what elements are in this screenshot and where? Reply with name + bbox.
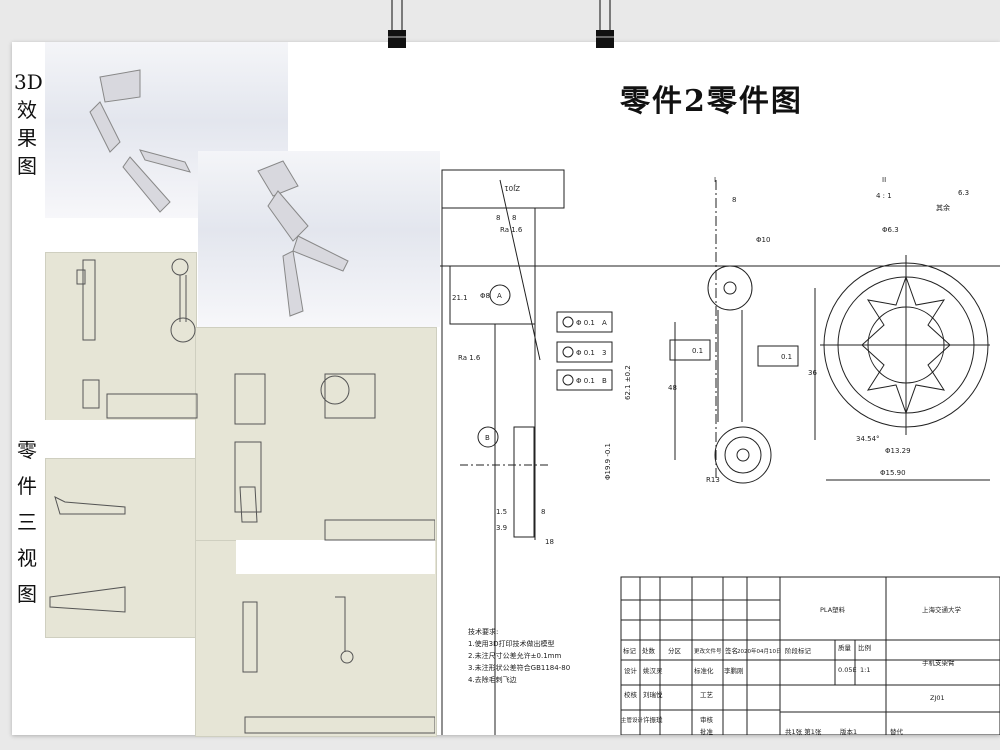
section-label: I xyxy=(714,176,716,184)
title-block: PLA塑料 上海交通大学 标记 处数 分区 更改文件号 签名 2020年04月1… xyxy=(621,605,962,735)
drawing-number: ZJ01 xyxy=(930,694,945,702)
tolerance-text: Φ 0.1 xyxy=(576,377,595,385)
replace-label: 替代 xyxy=(890,727,904,735)
tech-req-heading: 技术要求: xyxy=(468,627,498,636)
label-three-views: 零 件 三 视 图 xyxy=(14,432,40,612)
dim-text: 8 xyxy=(496,214,500,222)
label-char: 件 xyxy=(17,474,37,498)
role-label: 审核 xyxy=(700,715,714,724)
person-name: 许振璞 xyxy=(643,715,663,724)
dim-text: Φ6.3 xyxy=(882,226,899,234)
header-cell: 更改文件号 xyxy=(694,647,722,655)
stage-label: 阶段标记 xyxy=(785,646,812,655)
person-name: 姚汉灵 xyxy=(643,666,663,675)
label-3d-render: 3D 效 果 图 xyxy=(14,68,43,180)
dim-text: Φ15.90 xyxy=(880,469,906,477)
dim-text: 48 xyxy=(668,384,677,392)
part-code: ZJ01 xyxy=(504,184,520,192)
header-cell: 标记 xyxy=(623,646,637,655)
page-title: 零件2零件图 xyxy=(620,84,803,119)
label-char: 果 xyxy=(17,126,37,150)
roughness-text: Ra 1.6 xyxy=(458,354,481,362)
role-label: 工艺 xyxy=(700,691,714,699)
header-cell: 签名 xyxy=(725,646,738,655)
part-3d-icon xyxy=(257,160,349,317)
tolerance-datum: B xyxy=(602,377,607,385)
dim-text: Φ10 xyxy=(756,236,770,244)
dim-text: 1.5 xyxy=(496,508,507,516)
material-text: PLA塑料 xyxy=(820,605,846,614)
tech-req-item: 1.使用3D打印技术做出模型 xyxy=(468,639,555,648)
label-char: 图 xyxy=(17,154,37,178)
role-label: 主管设计 xyxy=(621,716,644,724)
three-view-drawings xyxy=(49,258,435,734)
label-char: 三 xyxy=(17,510,37,534)
dim-text: Φ8 xyxy=(480,292,490,300)
datum-label: B xyxy=(485,434,490,442)
dim-text: Φ13.29 xyxy=(885,447,911,455)
mass-value: 0.05E xyxy=(838,666,857,674)
section-label: II xyxy=(882,176,886,184)
header-cell: 分区 xyxy=(668,646,682,655)
roughness-note: 其余 xyxy=(936,203,950,212)
dim-text: 62.1 ±0.2 xyxy=(624,365,632,400)
roughness-text: 6.3 xyxy=(958,189,969,197)
part-drawing: ZJ01 8 8 Ra 1.6 Φ8 21.1 A B Ra 1.6 Φ 0.1… xyxy=(440,169,1000,735)
header-cell: 处数 xyxy=(642,646,656,655)
date-cell: 2020年04月10日 xyxy=(737,647,782,655)
label-char: 效 xyxy=(17,98,37,122)
dim-text: 36 xyxy=(808,369,817,377)
person-name: 刘瑞悦 xyxy=(643,690,663,699)
binder-clip-icon xyxy=(388,0,406,48)
tolerance-text: 0.1 xyxy=(781,353,792,361)
sheet-count: 共1张 第1张 xyxy=(785,727,822,735)
tolerance-datum: 3 xyxy=(602,349,606,357)
sheet-gap xyxy=(236,540,435,574)
role-label: 批准 xyxy=(700,727,714,735)
tech-req-item: 4.去除毛刺飞边 xyxy=(468,675,517,684)
datum-label: A xyxy=(497,292,502,300)
part-3d-icon xyxy=(89,69,191,213)
dim-text: 8 xyxy=(512,214,516,222)
role-label: 校核 xyxy=(624,690,638,699)
binder-clip-icon xyxy=(596,0,614,48)
dim-text: 21.1 xyxy=(452,294,468,302)
tolerance-text: Φ 0.1 xyxy=(576,319,595,327)
technical-requirements: 技术要求: 1.使用3D打印技术做出模型 2.未注尺寸公差允许±0.1mm 3.… xyxy=(468,627,570,684)
tolerance-datum: A xyxy=(602,319,607,327)
tech-req-item: 2.未注尺寸公差允许±0.1mm xyxy=(468,651,561,660)
label-char: 图 xyxy=(17,582,37,606)
label-char: 视 xyxy=(17,546,37,570)
dim-text: 8 xyxy=(732,196,736,204)
school-text: 上海交通大学 xyxy=(922,605,962,614)
dim-text: 34.54° xyxy=(856,435,880,443)
render-assembled xyxy=(198,151,440,327)
dim-text: 3.9 xyxy=(496,524,507,532)
tolerance-text: 0.1 xyxy=(692,347,703,355)
tolerance-text: Φ 0.1 xyxy=(576,349,595,357)
label-char: 零 xyxy=(17,438,37,462)
sheet-gap xyxy=(45,420,195,458)
dim-text: Φ19.9 -0.1 xyxy=(604,443,612,480)
role-label: 设计 xyxy=(624,666,638,675)
label-char: 3D xyxy=(14,70,43,94)
dim-text: 8 xyxy=(541,508,545,516)
scale-value: 1:1 xyxy=(860,666,870,674)
scale-text: 4 : 1 xyxy=(876,192,892,200)
scale-label: 比例 xyxy=(858,643,871,652)
mass-label: 质量 xyxy=(838,643,852,652)
part-name: 手机支架臂 xyxy=(922,658,955,667)
roughness-text: Ra 1.6 xyxy=(500,226,523,234)
dim-text: 18 xyxy=(545,538,554,546)
dim-text: R13 xyxy=(706,476,720,484)
version-text: 版本1 xyxy=(840,727,857,735)
tech-req-item: 3.未注形状公差符合GB1184-80 xyxy=(468,663,570,672)
person-name: 李鹏刚 xyxy=(724,666,744,675)
role-label: 标准化 xyxy=(694,666,714,675)
render-exploded xyxy=(45,42,288,218)
